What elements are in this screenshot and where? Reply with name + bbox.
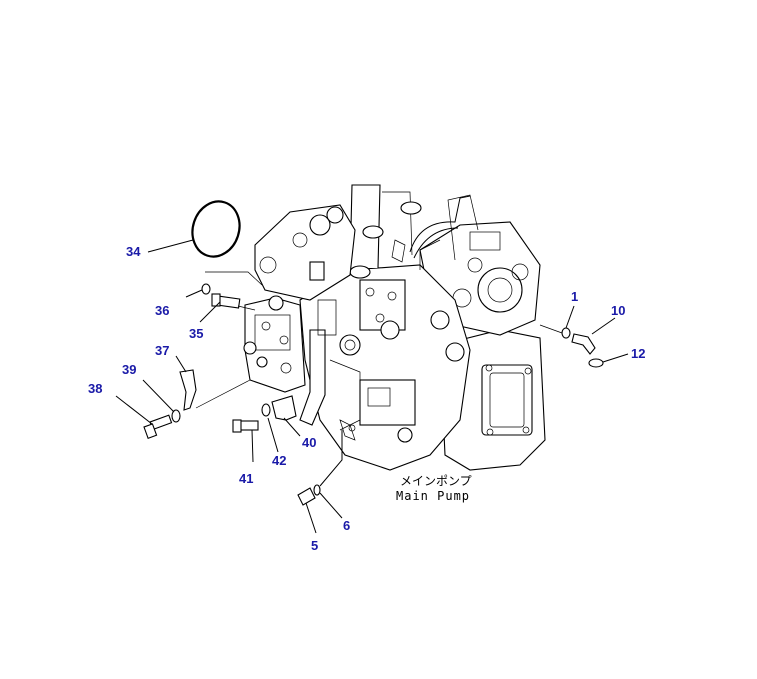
bolt-38 [143,414,173,439]
main-pump-assembly [243,184,546,471]
callout-40: 40 [302,435,316,450]
plate-40 [271,395,297,421]
callout-39: 39 [122,362,136,377]
callout-12: 12 [631,346,645,361]
callout-5: 5 [311,538,318,553]
washer-39 [171,409,181,423]
plug-5 [297,487,316,506]
caption-japanese: メインポンプ [400,474,472,488]
washer-36 [201,283,211,295]
callout-38: 38 [88,381,102,396]
callout-6: 6 [343,518,350,533]
callout-34: 34 [126,244,141,259]
o-ring-6 [313,484,321,496]
callout-10: 10 [611,303,625,318]
o-ring-34 [191,200,241,258]
bracket-37 [179,369,197,411]
callout-1: 1 [571,289,578,304]
callout-36: 36 [155,303,169,318]
callout-42: 42 [272,453,286,468]
caption-english: Main Pump [396,489,470,503]
elbow-10 [571,333,596,355]
washer-42 [261,403,271,417]
callout-41: 41 [239,471,253,486]
callout-35: 35 [189,326,203,341]
callouts: 34 36 35 37 39 38 41 42 40 5 6 1 10 12 [88,244,645,553]
callout-37: 37 [155,343,169,358]
o-ring-1 [561,327,571,339]
bolt-41 [232,419,259,433]
leader-lines [115,239,629,534]
o-ring-12 [588,358,604,368]
